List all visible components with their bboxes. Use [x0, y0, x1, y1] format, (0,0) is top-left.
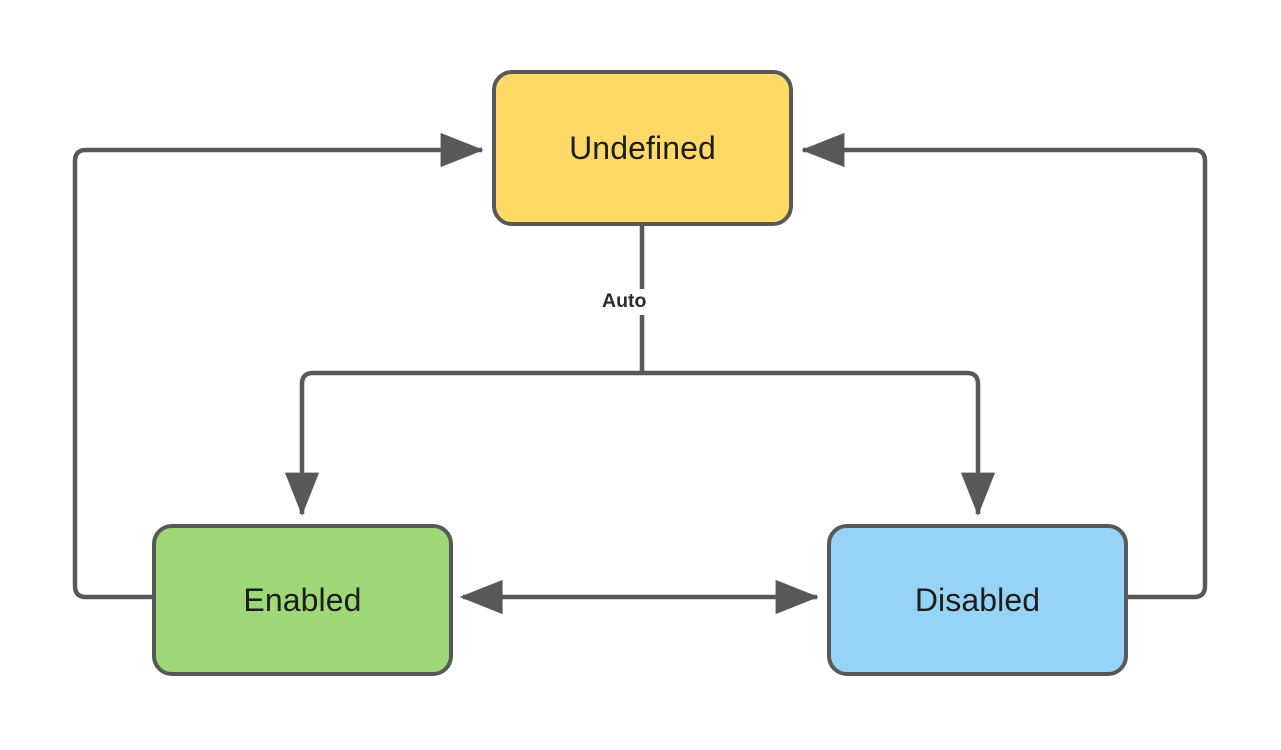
edge-enabled-to-undefined — [72, 132, 484, 600]
edge-undefined-to-enabled — [284, 370, 642, 516]
edge-undefined-to-disabled — [642, 370, 996, 516]
state-node-enabled[interactable]: Enabled — [152, 524, 453, 676]
state-node-enabled-label: Enabled — [243, 582, 362, 618]
state-node-undefined-label: Undefined — [569, 130, 716, 166]
edge-disabled-to-undefined — [801, 132, 1208, 600]
state-node-disabled[interactable]: Disabled — [827, 524, 1128, 676]
edge-label-auto: Auto — [596, 289, 653, 315]
state-node-undefined[interactable]: Undefined — [492, 70, 793, 226]
state-node-disabled-label: Disabled — [914, 582, 1041, 618]
